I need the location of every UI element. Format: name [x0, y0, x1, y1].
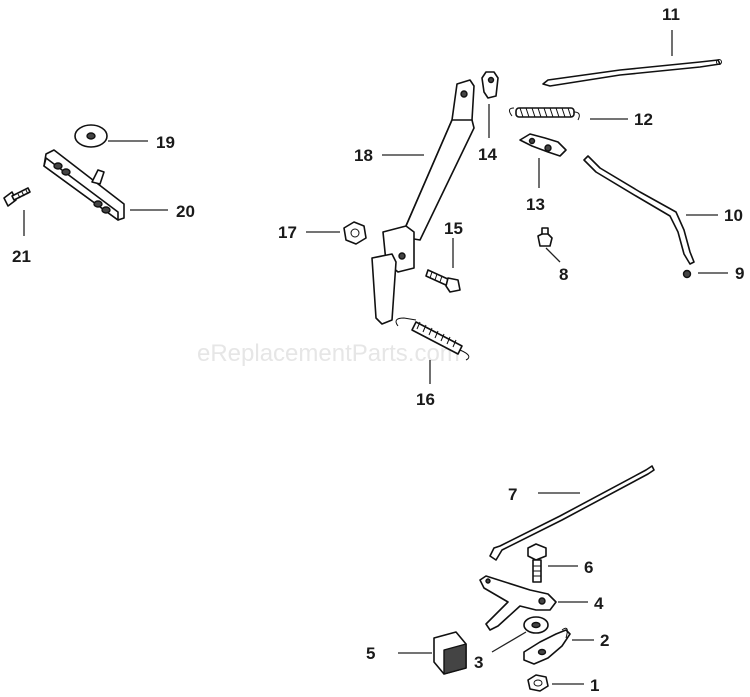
callout-19: 19 — [156, 133, 175, 152]
part-5-pad[interactable] — [433, 631, 467, 675]
part-12-spring[interactable] — [508, 107, 580, 121]
part-6-bolt[interactable] — [527, 543, 547, 583]
callout-6: 6 — [584, 558, 593, 577]
part-16-spring[interactable] — [395, 317, 470, 361]
callout-9: 9 — [735, 264, 744, 283]
callout-8: 8 — [559, 265, 568, 284]
callout-3: 3 — [474, 653, 483, 672]
part-19-washer[interactable] — [74, 124, 108, 148]
part-11-rod[interactable] — [542, 59, 722, 87]
callout-14: 14 — [478, 145, 497, 164]
callout-21: 21 — [12, 247, 31, 266]
callout-20: 20 — [176, 202, 195, 221]
part-18-lever[interactable] — [371, 79, 475, 325]
callout-16: 16 — [416, 390, 435, 409]
part-17-nut[interactable] — [343, 221, 367, 245]
callout-5: 5 — [366, 644, 375, 663]
part-2-tab[interactable] — [523, 627, 571, 665]
callout-15: 15 — [444, 219, 463, 238]
part-8-screw[interactable] — [537, 227, 553, 247]
part-20-bracket[interactable] — [43, 149, 125, 221]
leader-3 — [491, 631, 527, 653]
part-13-clip[interactable] — [519, 133, 567, 157]
callout-2: 2 — [600, 631, 609, 650]
part-7-rod[interactable] — [489, 465, 655, 561]
part-3-washer[interactable] — [523, 616, 549, 634]
part-14-clip[interactable] — [481, 71, 499, 99]
part-15-bolt[interactable] — [425, 269, 461, 293]
callout-12: 12 — [634, 110, 653, 129]
callout-17: 17 — [278, 223, 297, 242]
callout-7: 7 — [508, 485, 517, 504]
callout-11: 11 — [662, 5, 680, 24]
part-1-nut[interactable] — [527, 674, 549, 692]
part-4-lever[interactable] — [479, 575, 557, 631]
leader-8 — [545, 247, 561, 263]
part-21-bolt[interactable] — [3, 187, 31, 207]
part-9-nut[interactable] — [682, 269, 692, 279]
callout-18: 18 — [354, 146, 373, 165]
callout-4: 4 — [594, 594, 604, 613]
callout-10: 10 — [724, 206, 743, 225]
callout-1: 1 — [590, 676, 599, 695]
part-10-rod[interactable] — [583, 155, 695, 265]
watermark-text: eReplacementParts.com — [197, 340, 460, 367]
callout-13: 13 — [526, 195, 545, 214]
